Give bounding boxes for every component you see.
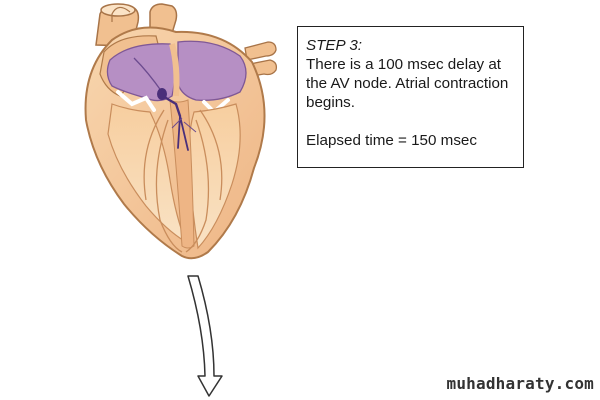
atrial-septum <box>169 43 180 97</box>
great-vessels <box>95 3 278 77</box>
av-node <box>157 88 167 100</box>
left-bundle-branch <box>179 115 189 151</box>
pulmonary-vein-upper <box>244 41 277 61</box>
step-info-box: STEP 3: There is a 100 msec delay at the… <box>297 26 524 168</box>
aorta-opening <box>100 3 136 17</box>
down-arrow <box>187 275 223 397</box>
right-bundle-branch <box>177 115 181 149</box>
elapsed-time: Elapsed time = 150 msec <box>306 132 477 149</box>
svc-stub <box>111 6 131 22</box>
interventricular-septum <box>169 99 195 249</box>
conduction-system <box>133 57 197 151</box>
step-title: STEP 3: <box>306 37 362 54</box>
watermark: muhadharaty.com <box>446 374 594 393</box>
step-description: There is a 100 msec delay at the AV node… <box>306 56 509 111</box>
bundle-branch-detail <box>171 117 197 133</box>
tricuspid-valve <box>116 90 156 112</box>
right-ventricle <box>107 103 188 244</box>
purkinje-fibers <box>143 109 223 253</box>
bundle-of-his <box>164 96 182 118</box>
left-atrium <box>177 40 247 101</box>
